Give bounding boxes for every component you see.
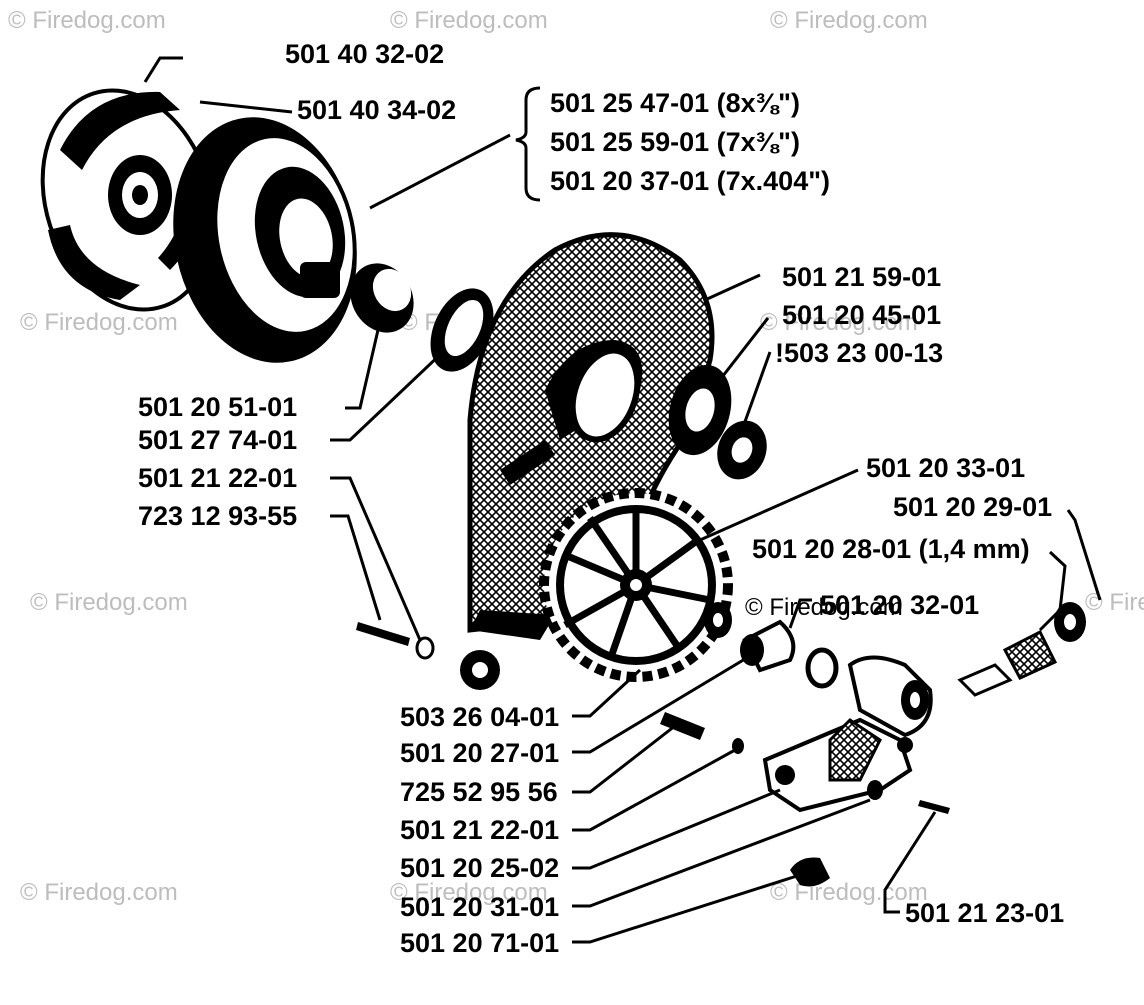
part-label: 501 21 23-01 bbox=[905, 898, 1064, 928]
part-label: 501 20 37-01 (7x.404") bbox=[550, 166, 830, 196]
watermark: © Firedog.com bbox=[1085, 589, 1144, 616]
part-label: 723 12 93-55 bbox=[138, 501, 297, 531]
part-label: 501 20 33-01 bbox=[866, 453, 1025, 483]
leader-lines bbox=[143, 56, 1102, 944]
clutch-cover-drawing bbox=[460, 232, 715, 690]
part-label: 501 20 27-01 bbox=[400, 738, 559, 768]
part-label: 503 26 04-01 bbox=[400, 702, 559, 732]
part-label: 501 40 34-02 bbox=[297, 95, 456, 125]
part-label: 501 27 74-01 bbox=[138, 425, 297, 455]
watermark: © Firedog.com bbox=[770, 7, 928, 34]
part-labels: 501 40 32-02 501 40 34-02 501 25 47-01 (… bbox=[138, 39, 1064, 958]
watermark: © Firedog.com bbox=[20, 879, 178, 906]
watermark: © Firedog.com bbox=[770, 879, 928, 906]
part-label: 501 20 31-01 bbox=[400, 892, 559, 922]
part-label: 501 20 71-01 bbox=[400, 928, 559, 958]
part-label: 501 20 32-01 bbox=[820, 590, 979, 620]
watermark: © Firedog.com bbox=[30, 589, 188, 616]
worm-gear-drawing bbox=[539, 488, 733, 682]
watermark: © Firedog.com bbox=[390, 879, 548, 906]
watermark: © Firedog.com bbox=[20, 309, 178, 336]
part-label: 501 40 32-02 bbox=[285, 39, 444, 69]
washer-small-drawing bbox=[717, 420, 767, 480]
clutch-drum-drawing bbox=[173, 117, 357, 363]
part-label: 501 20 45-01 bbox=[782, 300, 941, 330]
oil-pump-drawing bbox=[356, 602, 1086, 887]
part-label: 501 21 59-01 bbox=[782, 262, 941, 292]
part-label: 501 20 25-02 bbox=[400, 853, 559, 883]
part-label: !503 23 00-13 bbox=[775, 338, 943, 368]
watermark: © Firedog.com bbox=[8, 7, 166, 34]
part-label: 501 25 47-01 (8x⅜") bbox=[550, 88, 800, 118]
part-label: 501 21 22-01 bbox=[400, 815, 559, 845]
needle-bearing-drawing bbox=[350, 263, 414, 333]
washer-drawing bbox=[430, 288, 494, 372]
watermark: © Firedog.com bbox=[390, 7, 548, 34]
part-label: 501 25 59-01 (7x⅜") bbox=[550, 127, 800, 157]
watermark-center: © Firedog.com bbox=[745, 594, 903, 621]
part-label: 725 52 95 56 bbox=[400, 777, 558, 807]
part-label: 501 20 29-01 bbox=[893, 492, 1052, 522]
watermark: © Firedog.com bbox=[760, 309, 918, 336]
part-label: 501 20 51-01 bbox=[138, 392, 297, 422]
part-label: 501 20 28-01 (1,4 mm) bbox=[752, 534, 1030, 564]
part-label: 501 21 22-01 bbox=[138, 463, 297, 493]
